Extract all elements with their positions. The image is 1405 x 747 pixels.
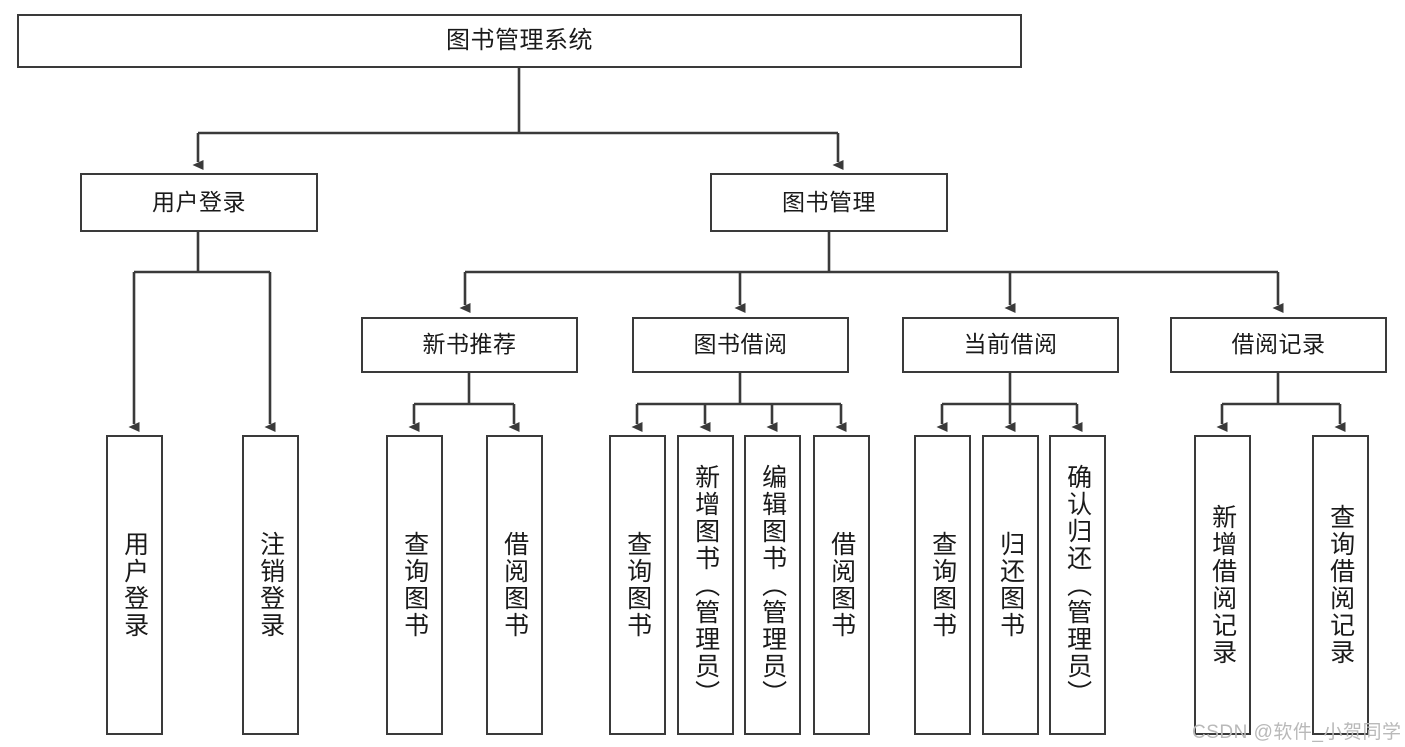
- node-leaf-logout-label: 注销登录: [256, 531, 285, 639]
- node-leaf-query-book-3-label: 查询图书: [928, 531, 957, 639]
- node-leaf-edit-book[interactable]: 编辑图书（管理员）: [744, 435, 801, 735]
- node-leaf-return-book[interactable]: 归还图书: [982, 435, 1039, 735]
- node-leaf-user-login-label: 用户登录: [120, 531, 149, 639]
- node-book-borrow-label: 图书借阅: [693, 331, 788, 358]
- node-leaf-add-record[interactable]: 新增借阅记录: [1194, 435, 1251, 735]
- node-leaf-query-record-label: 查询借阅记录: [1326, 504, 1355, 666]
- node-root[interactable]: 图书管理系统: [17, 14, 1022, 68]
- node-leaf-confirm-return[interactable]: 确认归还（管理员）: [1049, 435, 1106, 735]
- node-leaf-add-book[interactable]: 新增图书（管理员）: [677, 435, 734, 735]
- node-leaf-confirm-return-label: 确认归还（管理员）: [1063, 463, 1092, 707]
- node-user-login[interactable]: 用户登录: [80, 173, 318, 232]
- node-leaf-borrow-book-1[interactable]: 借阅图书: [486, 435, 543, 735]
- node-leaf-query-book-1-label: 查询图书: [400, 531, 429, 639]
- node-user-login-label: 用户登录: [152, 188, 246, 215]
- node-root-label: 图书管理系统: [446, 26, 593, 54]
- node-leaf-logout[interactable]: 注销登录: [242, 435, 299, 735]
- node-leaf-borrow-book-2-label: 借阅图书: [827, 531, 856, 639]
- node-leaf-user-login[interactable]: 用户登录: [106, 435, 163, 735]
- node-leaf-borrow-book-1-label: 借阅图书: [500, 531, 529, 639]
- node-leaf-query-book-2-label: 查询图书: [623, 531, 652, 639]
- node-book-borrow[interactable]: 图书借阅: [632, 317, 849, 373]
- node-leaf-edit-book-label: 编辑图书（管理员）: [758, 463, 787, 707]
- node-leaf-query-book-3[interactable]: 查询图书: [914, 435, 971, 735]
- node-leaf-query-book-1[interactable]: 查询图书: [386, 435, 443, 735]
- node-borrow-record[interactable]: 借阅记录: [1170, 317, 1387, 373]
- node-borrow-record-label: 借阅记录: [1231, 331, 1326, 358]
- node-leaf-add-book-label: 新增图书（管理员）: [691, 463, 720, 707]
- node-leaf-borrow-book-2[interactable]: 借阅图书: [813, 435, 870, 735]
- node-leaf-query-book-2[interactable]: 查询图书: [609, 435, 666, 735]
- node-current-borrow-label: 当前借阅: [963, 331, 1058, 358]
- watermark-text: CSDN @软件_小贺同学: [1192, 722, 1402, 743]
- node-leaf-query-record[interactable]: 查询借阅记录: [1312, 435, 1369, 735]
- node-leaf-return-book-label: 归还图书: [996, 531, 1025, 639]
- node-new-book-rec-label: 新书推荐: [422, 331, 517, 358]
- node-book-manage[interactable]: 图书管理: [710, 173, 948, 232]
- node-current-borrow[interactable]: 当前借阅: [902, 317, 1119, 373]
- node-new-book-rec[interactable]: 新书推荐: [361, 317, 578, 373]
- node-book-manage-label: 图书管理: [782, 188, 876, 215]
- node-leaf-add-record-label: 新增借阅记录: [1208, 504, 1237, 666]
